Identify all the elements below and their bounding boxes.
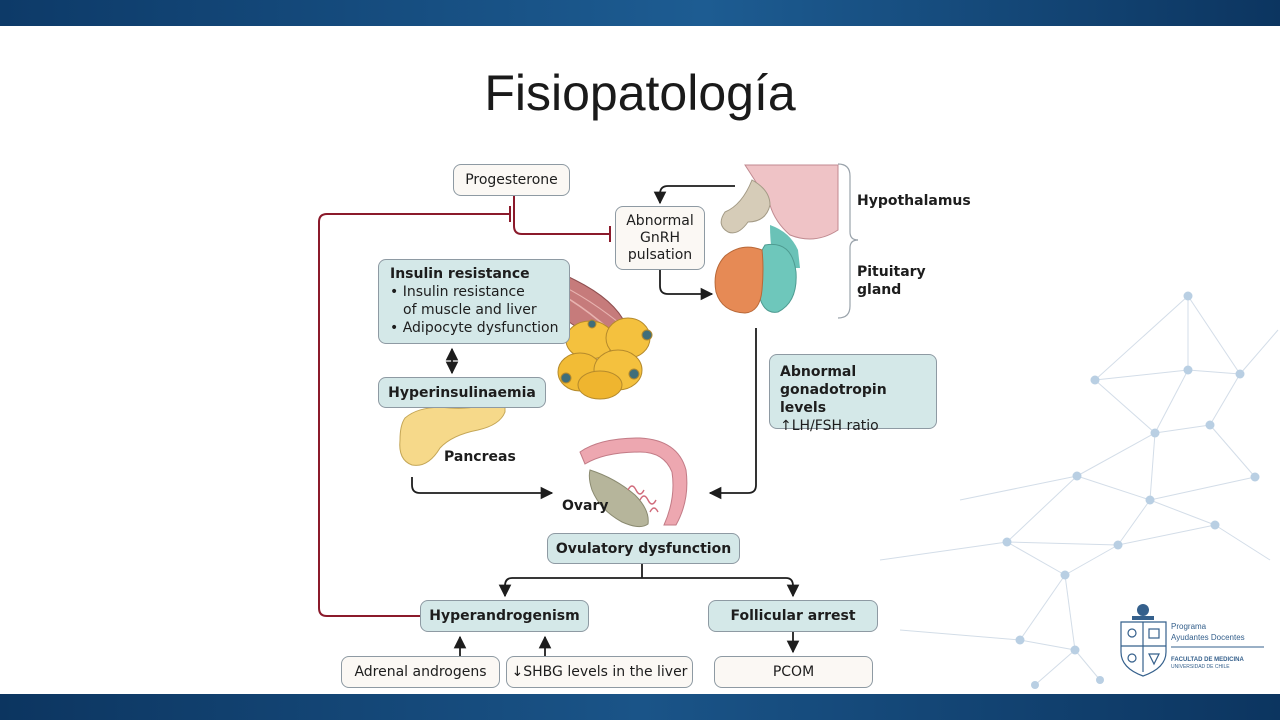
insulin-bullet-1-cont: of muscle and liver [403,302,537,318]
gnrh-line-1: Abnormal [626,212,694,229]
header-bar [0,0,1280,26]
hyperandrogenism-label: Hyperandrogenism [429,608,580,624]
pcom-box: PCOM [714,656,873,688]
progesterone-label: Progesterone [465,172,558,188]
inhibition-feedback-line [318,196,611,617]
logo-line-1: Programa [1171,622,1207,631]
pcom-label: PCOM [772,664,815,680]
adrenal-label: Adrenal androgens [354,664,487,680]
adrenal-androgens-box: Adrenal androgens [341,656,500,688]
pancreas-label: Pancreas [444,449,516,465]
gnrh-box: Abnormal GnRH pulsation [615,206,705,270]
insulin-bullet-2: • Adipocyte dysfunction [390,320,559,336]
hyperandrogenism-box: Hyperandrogenism [420,600,589,632]
pituitary-line-1: Pituitary [857,264,926,280]
shbg-label: ↓SHBG levels in the liver [511,664,688,680]
ovulatory-dysfunction-box: Ovulatory dysfunction [547,533,740,564]
insulin-resistance-box: Insulin resistance • Insulin resistance … [378,259,570,344]
footer-bar [0,694,1280,720]
arrow-pituitary-to-ovary [708,328,757,500]
hyperinsulinaemia-label: Hyperinsulinaemia [388,384,536,401]
shbg-box: ↓SHBG levels in the liver [506,656,693,688]
arrow-pancreas-to-ovary [411,477,554,500]
logo-line-3: FACULTAD DE MEDICINA [1171,657,1244,663]
arrow-gnrh-to-pituitary [659,270,714,301]
gonadotropin-title-1: Abnormal [780,364,857,380]
progesterone-box: Progesterone [453,164,570,196]
follicular-arrest-box: Follicular arrest [708,600,878,632]
follicular-label: Follicular arrest [730,608,856,624]
ovulatory-label: Ovulatory dysfunction [555,540,732,557]
hyperinsulinaemia-box: Hyperinsulinaemia [378,377,546,408]
slide-title: Fisiopatología [484,65,796,121]
insulin-resistance-title: Insulin resistance [390,266,530,282]
arrow-ovulatory-split [512,564,786,579]
adipocyte-illustration [557,317,653,400]
hypothalamus-label: Hypothalamus [857,193,971,209]
logo-line-4: UNIVERSIDAD DE CHILE [1171,664,1230,670]
logo-line-2: Ayudantes Docentes [1171,633,1245,642]
pituitary-label: Pituitary gland [857,263,926,299]
lh-fsh-ratio: ↑LH/FSH ratio [780,418,879,434]
ovary-illustration [579,437,688,528]
gnrh-line-2: GnRH [640,229,680,246]
ovary-label: Ovary [562,498,609,514]
gonadotropin-title-2: gonadotropin levels [780,382,887,416]
pituitary-line-2: gland [857,282,902,298]
insulin-bullet-1: • Insulin resistance [390,284,525,300]
gnrh-line-3: pulsation [627,246,693,263]
arrow-hypothalamus-to-gnrh [653,185,735,205]
gonadotropin-box: Abnormal gonadotropin levels ↑LH/FSH rat… [769,354,937,434]
pancreas-illustration [399,398,506,466]
brain-illustration [714,164,839,314]
university-crest-icon [1120,604,1264,677]
